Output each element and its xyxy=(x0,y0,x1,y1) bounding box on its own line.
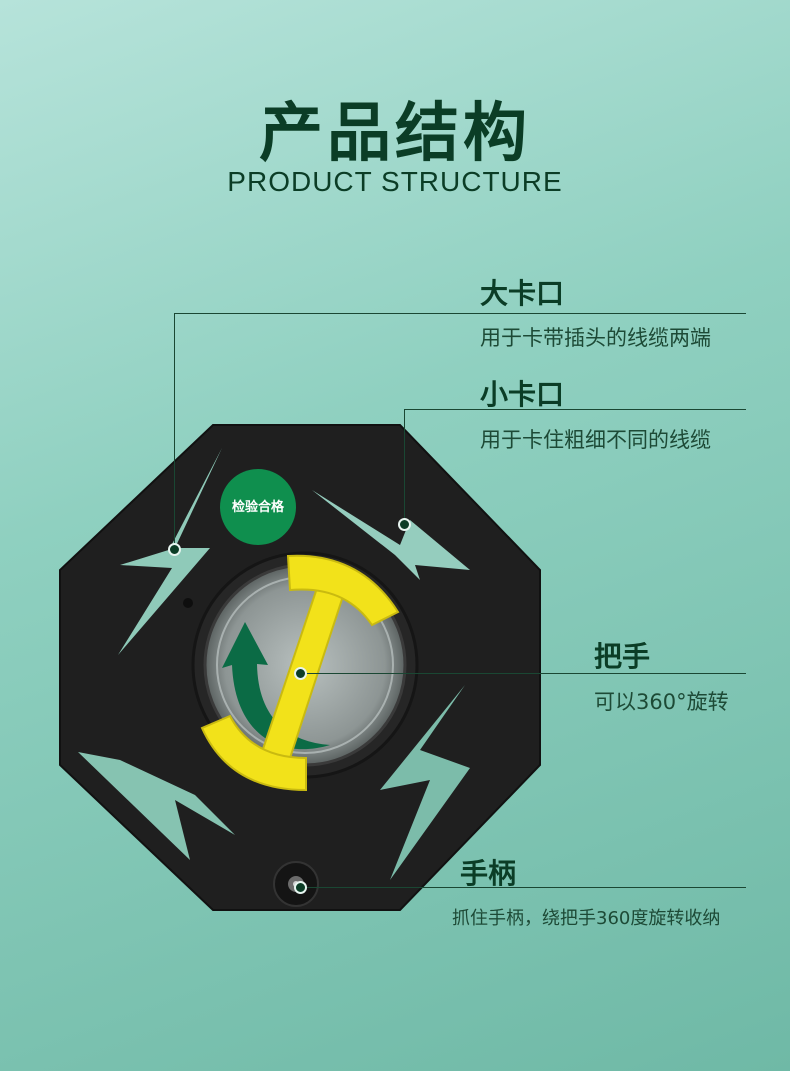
page-title: 产品结构 xyxy=(259,97,531,171)
callout-small-clip-desc: 用于卡住粗细不同的线缆 xyxy=(480,428,711,452)
badge-label: 检验合格 xyxy=(231,500,284,515)
callout-grip-dot xyxy=(294,881,307,894)
callout-small-clip-dot xyxy=(398,518,411,531)
callout-large-clip-dot xyxy=(168,543,181,556)
callout-small-clip-title: 小卡口 xyxy=(480,378,565,411)
callout-large-clip-line xyxy=(174,313,746,314)
callout-large-clip-desc: 用于卡带插头的线缆两端 xyxy=(480,326,711,350)
handle-grip-bottom xyxy=(200,714,307,792)
callout-handle-title: 把手 xyxy=(594,640,651,673)
page-subtitle: PRODUCT STRUCTURE xyxy=(227,166,563,197)
small-notch-top-right xyxy=(312,490,470,580)
callout-small-clip-line xyxy=(404,409,746,410)
callout-handle-line xyxy=(300,673,746,674)
callout-grip-desc: 抓住手柄，绕把手360度旋转收纳 xyxy=(452,908,721,929)
rotate-arrow-icon xyxy=(222,622,330,750)
callout-grip-line xyxy=(300,887,746,888)
inspection-badge xyxy=(220,469,296,545)
callout-handle-desc: 可以360°旋转 xyxy=(594,690,729,714)
callout-grip-title: 手柄 xyxy=(460,857,517,890)
large-notch-bottom-left xyxy=(78,752,235,860)
handle-grip-top xyxy=(286,554,400,627)
large-notch-bottom-right xyxy=(380,685,470,880)
callout-large-clip-title: 大卡口 xyxy=(480,277,565,310)
callout-handle-dot xyxy=(294,667,307,680)
